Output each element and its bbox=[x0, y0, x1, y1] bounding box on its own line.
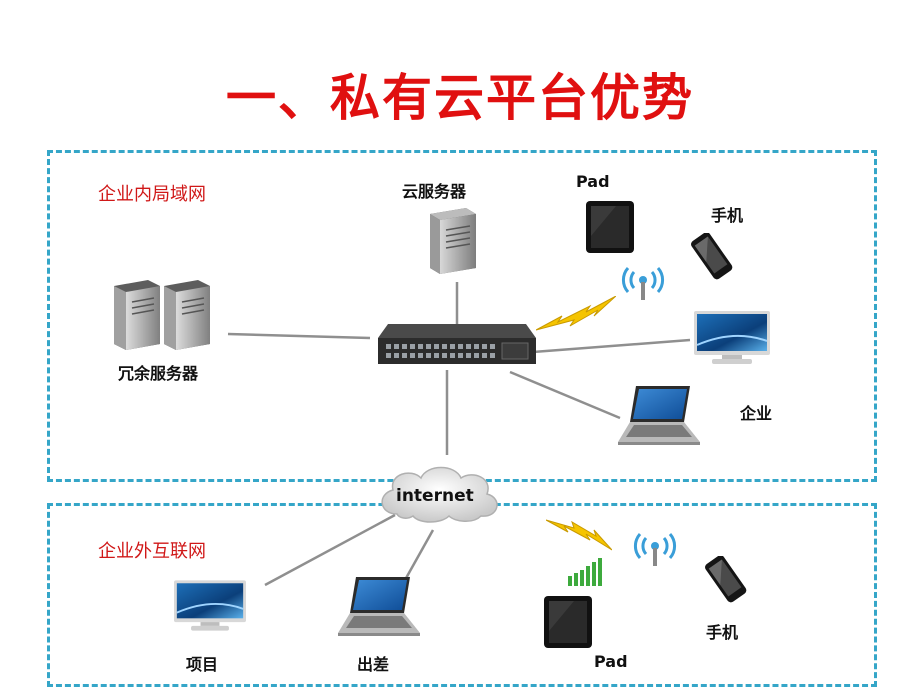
smartphone-icon bbox=[691, 233, 733, 280]
network-switch-icon bbox=[378, 324, 536, 364]
monitor-icon bbox=[694, 311, 770, 364]
pad-top-label: Pad bbox=[576, 172, 610, 191]
pad-bottom-label: Pad bbox=[594, 652, 628, 671]
link-switch-laptop bbox=[509, 370, 621, 420]
cloud-server-label: 云服务器 bbox=[402, 182, 467, 201]
phone-top-label: 手机 bbox=[711, 206, 744, 225]
phone-bottom-label: 手机 bbox=[706, 623, 739, 642]
internet-label: internet bbox=[396, 486, 474, 506]
redundant-servers-icon bbox=[114, 280, 210, 350]
link-redundant-switch bbox=[227, 332, 371, 340]
cloud-icon bbox=[381, 466, 498, 523]
wifi-icon bbox=[633, 533, 677, 566]
laptop-icon bbox=[338, 577, 420, 636]
business-trip-label: 出差 bbox=[357, 655, 390, 674]
page-title: 一、私有云平台优势 bbox=[226, 69, 694, 127]
monitor-icon bbox=[174, 580, 246, 631]
cloud-server-icon bbox=[430, 208, 476, 274]
link-internet-trip bbox=[403, 529, 435, 581]
smartphone-icon bbox=[705, 556, 747, 603]
link-switch-monitor bbox=[532, 338, 691, 354]
lightning-icon bbox=[536, 296, 616, 331]
laptop-icon bbox=[618, 386, 700, 445]
project-label: 项目 bbox=[186, 655, 219, 674]
wifi-icon bbox=[621, 267, 665, 300]
tablet-icon bbox=[544, 596, 592, 648]
enterprise-label: 企业 bbox=[740, 404, 773, 423]
signal-bars-icon bbox=[568, 558, 602, 586]
tablet-icon bbox=[586, 201, 634, 253]
lan-zone-label: 企业内局域网 bbox=[98, 184, 206, 205]
wan-zone-label: 企业外互联网 bbox=[98, 541, 206, 562]
redundant-servers-label: 冗余服务器 bbox=[118, 364, 199, 383]
link-internet-project bbox=[264, 513, 396, 587]
lightning-icon bbox=[546, 519, 612, 551]
